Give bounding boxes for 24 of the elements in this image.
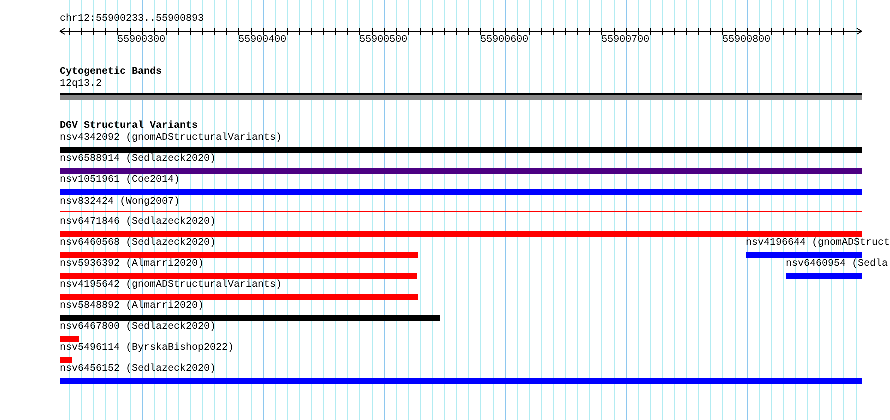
variant-label: nsv6588914 (Sedlazeck2020) bbox=[60, 154, 216, 166]
variant-label: nsv1051961 (Coe2014) bbox=[60, 175, 180, 187]
variant-label: nsv832424 (Wong2007) bbox=[60, 197, 180, 209]
tick-label: 55900500 bbox=[360, 35, 408, 47]
tick-label: 55900700 bbox=[602, 35, 650, 47]
tick-label: 55900300 bbox=[118, 35, 166, 47]
variant-label: nsv5848892 (Almarri2020) bbox=[60, 301, 204, 313]
region-label: chr12:55900233..55900893 bbox=[60, 14, 204, 26]
track-heading: DGV Structural Variants bbox=[60, 121, 198, 132]
track-heading: Cytogenetic Bands bbox=[60, 67, 162, 79]
variant-label: nsv6456152 (Sedlazeck2020) bbox=[60, 364, 216, 376]
band-label: 12q13.2 bbox=[60, 79, 102, 91]
tick-label: 55900600 bbox=[480, 35, 529, 47]
variant-label: nsv4195642 (gnomADStructuralVariants) bbox=[60, 280, 282, 292]
variant-label: nsv6471846 (Sedlazeck2020) bbox=[60, 217, 216, 229]
variant-label: nsv6460954 (Sedla bbox=[786, 259, 888, 271]
variant-label: nsv6460568 (Sedlazeck2020) bbox=[60, 238, 216, 250]
variant-label: nsv4342092 (gnomADStructuralVariants) bbox=[60, 133, 282, 145]
tick-label: 55900800 bbox=[722, 35, 771, 47]
tick-label: 55900400 bbox=[238, 35, 287, 47]
variant-label: nsv4196644 (gnomADStruct bbox=[746, 238, 890, 250]
variant-label: nsv5496114 (ByrskaBishop2022) bbox=[60, 343, 234, 355]
variant-label: nsv5936392 (Almarri2020) bbox=[60, 259, 204, 271]
variant-label: nsv6467800 (Sedlazeck2020) bbox=[60, 322, 216, 334]
